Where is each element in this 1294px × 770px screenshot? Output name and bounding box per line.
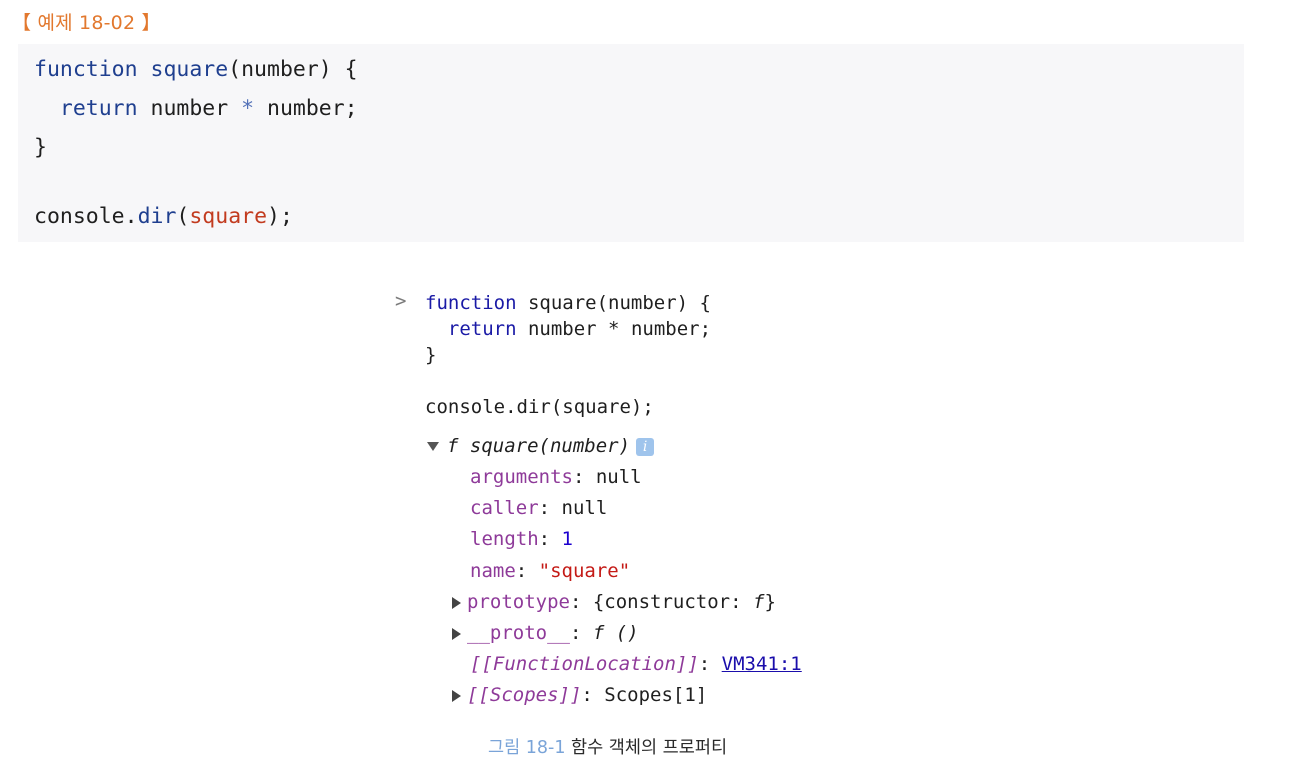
operand-a: number (516, 318, 609, 340)
operand-b: number; (619, 318, 712, 340)
prop-proto[interactable]: __proto__: f () (452, 620, 639, 646)
prop-value-end: } (764, 591, 776, 613)
prop-key: [[Scopes]] (467, 684, 582, 706)
prop-key: [[FunctionLocation]] (470, 653, 699, 675)
prop-sep: : (569, 591, 593, 613)
example-label: 【 예제 18-02 】 (12, 12, 161, 34)
prop-scopes[interactable]: [[Scopes]]: Scopes[1] (452, 682, 707, 708)
prop-value: Scopes[1] (604, 684, 708, 706)
code-line-3: } (34, 135, 47, 160)
prompt-chevron: > (395, 290, 407, 312)
prop-value: null (595, 466, 642, 488)
signature: square(number) { (516, 292, 711, 314)
prop-key: __proto__ (467, 622, 570, 644)
prop-value: 1 (561, 528, 573, 550)
keyword-return: return (447, 318, 517, 340)
console-line-2: return number * number; (425, 316, 711, 342)
code-line-5: console.dir(square); (34, 203, 293, 231)
function-signature: square(number) (469, 435, 631, 457)
prop-key: caller (470, 497, 539, 519)
function-object-root[interactable]: f square(number) i (427, 433, 655, 459)
prop-arguments: arguments: null (470, 464, 642, 490)
paren-close: ); (267, 204, 293, 229)
expand-triangle-right-icon[interactable] (452, 689, 461, 702)
prop-key: arguments (470, 466, 573, 488)
operand-a: number (137, 96, 242, 121)
paren-open: ( (176, 204, 190, 229)
prop-key: prototype (467, 591, 570, 613)
function-name: square (137, 57, 229, 82)
keyword-function: function (34, 57, 138, 82)
vm-location-link[interactable]: VM341:1 (721, 653, 802, 675)
params: (number) { (228, 57, 358, 82)
prop-sep: : (569, 622, 593, 644)
prop-value: {constructor: (592, 591, 753, 613)
figure-caption-text: 함수 객체의 프로퍼티 (565, 738, 728, 758)
prop-sep: : (538, 528, 562, 550)
prop-sep: : (581, 684, 605, 706)
dir-argument: square (189, 204, 268, 229)
prop-sep: : (515, 560, 539, 582)
prop-key: length (470, 528, 539, 550)
indent (34, 96, 60, 121)
figure-number: 그림 18-1 (488, 738, 566, 758)
operator-multiply: * (241, 96, 255, 121)
prop-key: name (470, 560, 516, 582)
indent (425, 318, 448, 340)
expand-triangle-right-icon[interactable] (452, 596, 461, 609)
prop-length: length: 1 (470, 526, 573, 552)
operator-multiply: * (608, 318, 620, 340)
code-block: function square(number) { return number … (18, 44, 1244, 242)
keyword-function: function (425, 292, 517, 314)
prop-value: "square" (538, 560, 631, 582)
figure-caption: 그림 18-1 함수 객체의 프로퍼티 (488, 734, 727, 759)
console-line-4: console.dir(square); (425, 396, 654, 418)
code-line-1: function square(number) { (34, 56, 358, 84)
prop-value: null (561, 497, 608, 519)
code-line-2: return number * number; (34, 95, 358, 123)
devtools-console-figure: > function square(number) { return numbe… (395, 288, 855, 708)
prop-prototype[interactable]: prototype: {constructor: f} (452, 589, 776, 615)
prop-value: f () (592, 622, 639, 644)
console-object: console. (34, 204, 138, 229)
info-icon[interactable]: i (636, 437, 655, 456)
function-f: f (447, 435, 459, 457)
prop-function-location: [[FunctionLocation]]: VM341:1 (470, 651, 802, 677)
prop-value-f: f (753, 591, 765, 613)
console-line-1: function square(number) { (425, 290, 711, 316)
prop-sep: : (538, 497, 562, 519)
keyword-return: return (59, 96, 138, 121)
prop-sep: : (698, 653, 722, 675)
expand-triangle-right-icon[interactable] (452, 627, 461, 640)
prop-name: name: "square" (470, 558, 630, 584)
dir-method: dir (137, 204, 177, 229)
console-line-3: } (425, 344, 437, 366)
operand-b: number; (254, 96, 358, 121)
prop-caller: caller: null (470, 495, 607, 521)
prop-sep: : (572, 466, 596, 488)
expand-triangle-down-icon[interactable] (427, 442, 439, 451)
